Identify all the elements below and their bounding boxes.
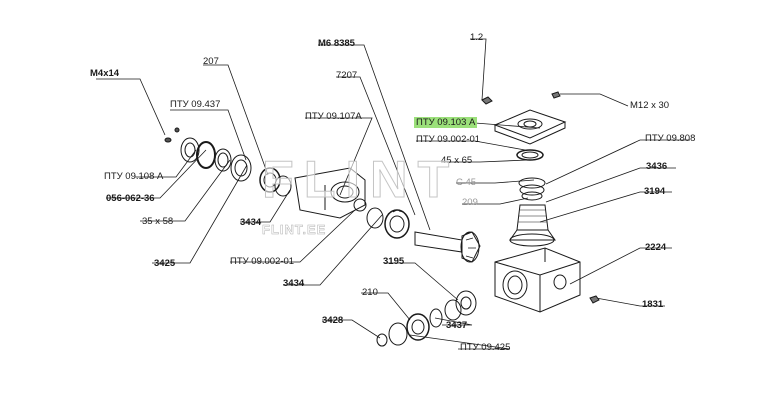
label-3434-left: 3434 xyxy=(240,217,262,228)
vertical-gear xyxy=(509,204,556,247)
center-housing xyxy=(294,167,367,219)
label-pty-09-808: ПТУ 09.808 xyxy=(645,133,696,144)
label-210: 210 xyxy=(362,287,378,298)
label-m6-8385: M6 8385 xyxy=(318,38,355,49)
label-pty-09-107a: ПТУ 09.107А xyxy=(305,111,362,122)
left-seal-group xyxy=(164,127,292,197)
watermark-logo: FLINT xyxy=(261,151,460,210)
label-207: 207 xyxy=(203,56,219,67)
label-m4x14: M4x14 xyxy=(90,68,120,79)
leader-lines xyxy=(96,38,690,350)
bearing-7207 xyxy=(366,207,410,239)
gearbox-housing xyxy=(494,247,600,313)
label-pty-09-002-01-upper: ПТУ 09.002-01 xyxy=(416,134,481,145)
label-pty-09-002-01-lower: ПТУ 09.002-01 xyxy=(230,256,295,267)
label-pty-09-108a: ПТУ 09.108 А xyxy=(104,171,164,182)
label-1-2: 1.2 xyxy=(470,32,484,43)
top-flange xyxy=(481,91,567,201)
label-209: 209 xyxy=(462,197,478,208)
label-056-062-36: 056-062-36 xyxy=(106,193,155,204)
pinion-shaft xyxy=(414,231,481,263)
label-3425: 3425 xyxy=(154,258,176,269)
label-m12x30: M12 x 30 xyxy=(630,100,670,111)
label-2224: 2224 xyxy=(645,242,667,253)
label-1831: 1831 xyxy=(642,299,664,310)
label-c45: C 45 xyxy=(456,177,477,188)
label-35x58: 35 x 58 xyxy=(142,216,174,227)
label-7207: 7207 xyxy=(336,70,358,81)
label-pty-09-103a: ПТУ 09.103 А xyxy=(414,117,478,128)
label-45x65: 45 x 65 xyxy=(441,155,473,166)
label-3437: 3437 xyxy=(446,320,468,331)
label-3428: 3428 xyxy=(322,315,344,326)
label-3195: 3195 xyxy=(383,256,405,267)
label-3194: 3194 xyxy=(644,186,666,197)
label-pty-09-437: ПТУ 09.437 xyxy=(170,99,221,110)
label-pty-09-425: ПТУ 09.425 xyxy=(460,342,511,353)
label-3436: 3436 xyxy=(646,161,668,172)
watermark-url: FLINT.EE xyxy=(262,222,327,238)
lower-gear-group xyxy=(376,290,477,347)
label-3434-lower: 3434 xyxy=(283,278,305,289)
